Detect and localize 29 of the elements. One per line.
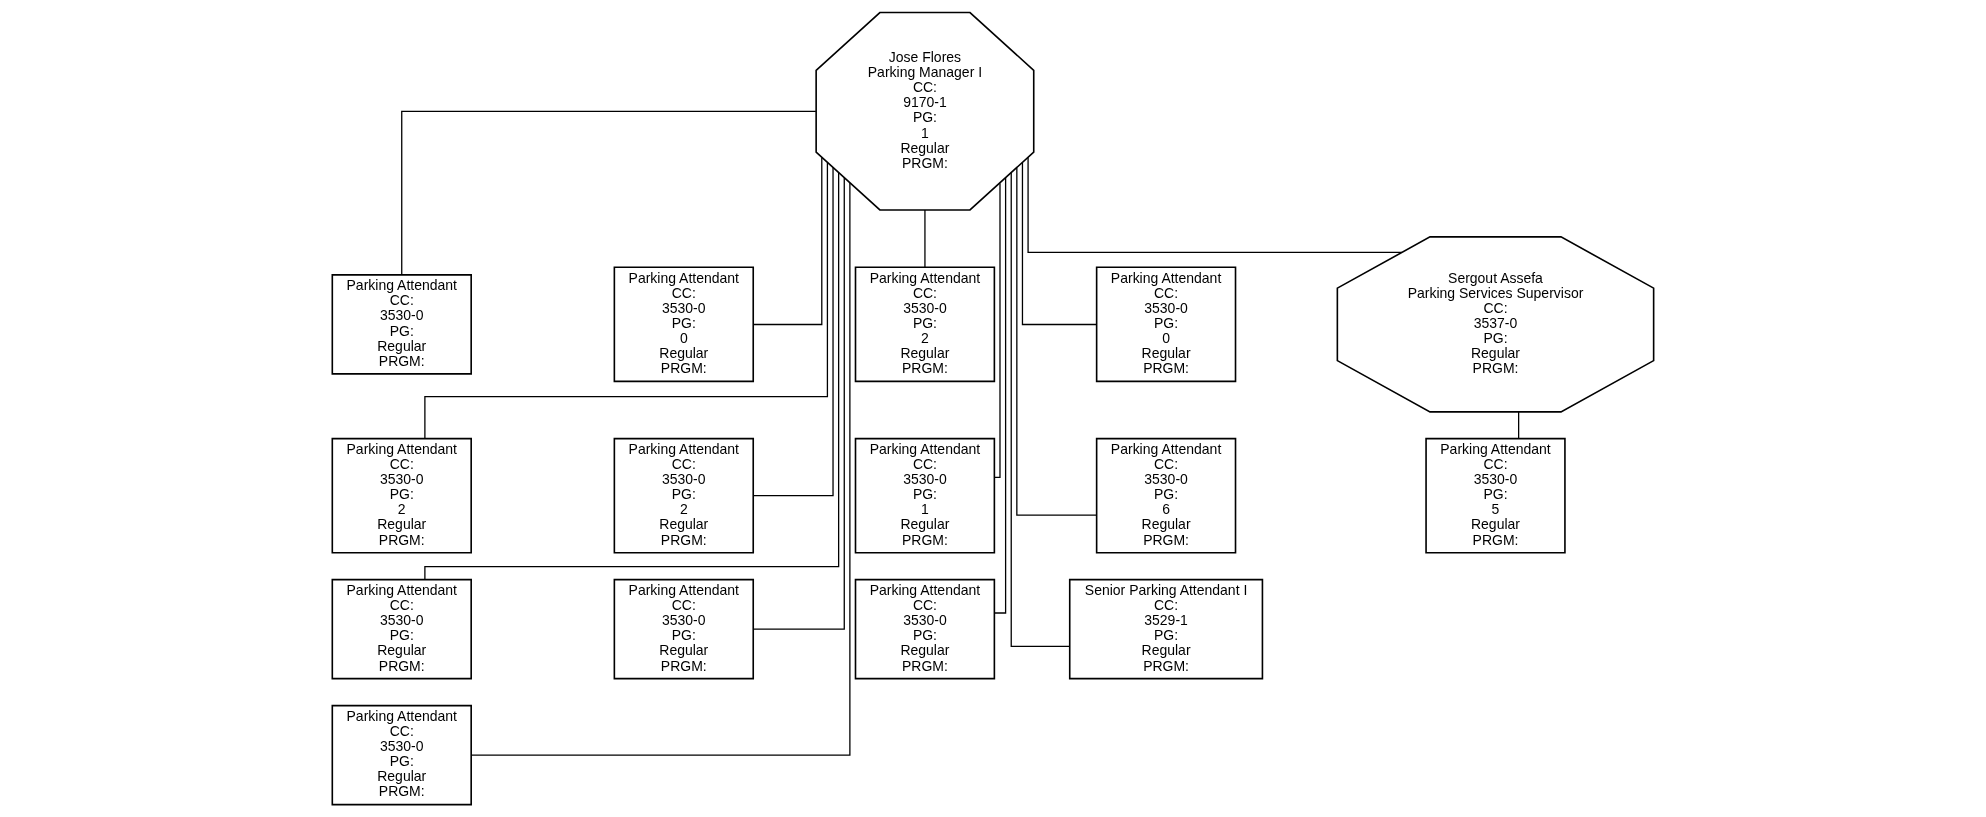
connector [424, 172, 840, 580]
connector [470, 182, 851, 756]
node-box: Parking Attendant CC: 3530-0 PG: 2 Regular PRGM: [331, 437, 472, 554]
node-box: Parking Attendant CC: 3530-0 PG: Regular PRGM: [613, 578, 755, 680]
connector [924, 209, 926, 268]
connector [1027, 156, 1403, 254]
connector [1010, 172, 1070, 648]
node-box: Parking Attendant CC: 3530-0 PG: 5 Regular PRGM: [1425, 437, 1566, 554]
node-box: Parking Attendant CC: 3530-0 PG: 0 Regular PRGM: [1095, 266, 1237, 383]
connector [1016, 167, 1097, 516]
connector [752, 156, 823, 326]
node-box: Parking Attendant CC: 3530-0 PG: Regular PRGM: [331, 578, 472, 680]
node-box: Parking Attendant CC: 3530-0 PG: Regular PRGM: [854, 578, 996, 680]
node-box: Parking Attendant CC: 3530-0 PG: 0 Regular PRGM: [613, 266, 755, 383]
node-box: Senior Parking Attendant I CC: 3529-1 PG: Regular PRGM: [1068, 578, 1264, 680]
connector [993, 177, 1007, 614]
connector [424, 161, 829, 439]
connector [1021, 161, 1097, 326]
connector [752, 177, 845, 630]
node-box: Parking Attendant CC: 3530-0 PG: 1 Regular PRGM: [854, 437, 996, 554]
node-box: Parking Attendant CC: 3530-0 PG: 2 Regular PRGM: [854, 266, 996, 383]
node-box: Parking Attendant CC: 3530-0 PG: Regular PRGM: [331, 274, 472, 375]
node-box: Parking Attendant CC: 3530-0 PG: 2 Regular PRGM: [613, 437, 755, 554]
connector [993, 182, 1001, 478]
node-box: Parking Attendant CC: 3530-0 PG: 6 Regular PRGM: [1095, 437, 1237, 554]
connector [401, 110, 817, 276]
node-box: Parking Attendant CC: 3530-0 PG: Regular PRGM: [331, 704, 472, 806]
connector [1518, 411, 1520, 439]
connector [752, 166, 834, 497]
